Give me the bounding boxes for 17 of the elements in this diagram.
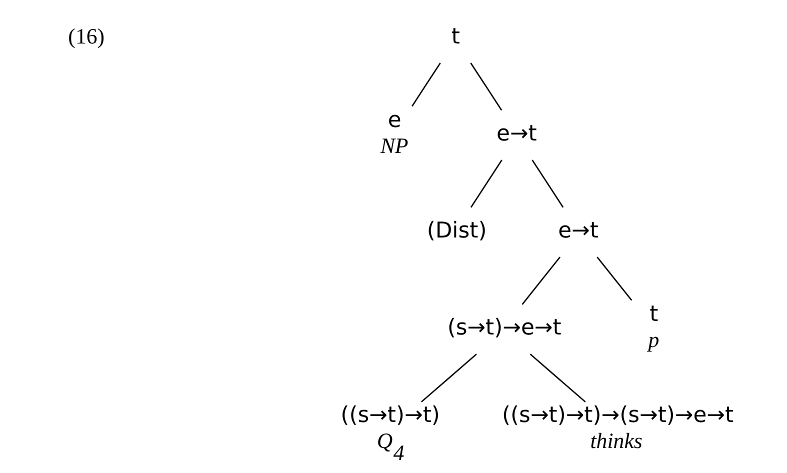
- connector: [531, 160, 564, 208]
- node-text: e NP: [380, 108, 408, 158]
- connector: [529, 354, 586, 402]
- connector: [596, 256, 632, 301]
- connector: [420, 354, 476, 402]
- node-text: e→t: [558, 218, 598, 244]
- connector: [470, 62, 502, 111]
- node-text: ((s→t)→t)→(s→t)→e→t thinks: [502, 403, 734, 454]
- node-text: e→t: [496, 122, 536, 147]
- connector: [411, 62, 440, 107]
- node-text: t p: [648, 302, 659, 352]
- label: (16): [68, 24, 104, 48]
- connector: [470, 160, 502, 208]
- node-text: (s→t)→e→t: [446, 316, 561, 341]
- node-text: t: [450, 24, 460, 50]
- connector: [521, 256, 560, 305]
- node-text: (Dist): [426, 218, 486, 244]
